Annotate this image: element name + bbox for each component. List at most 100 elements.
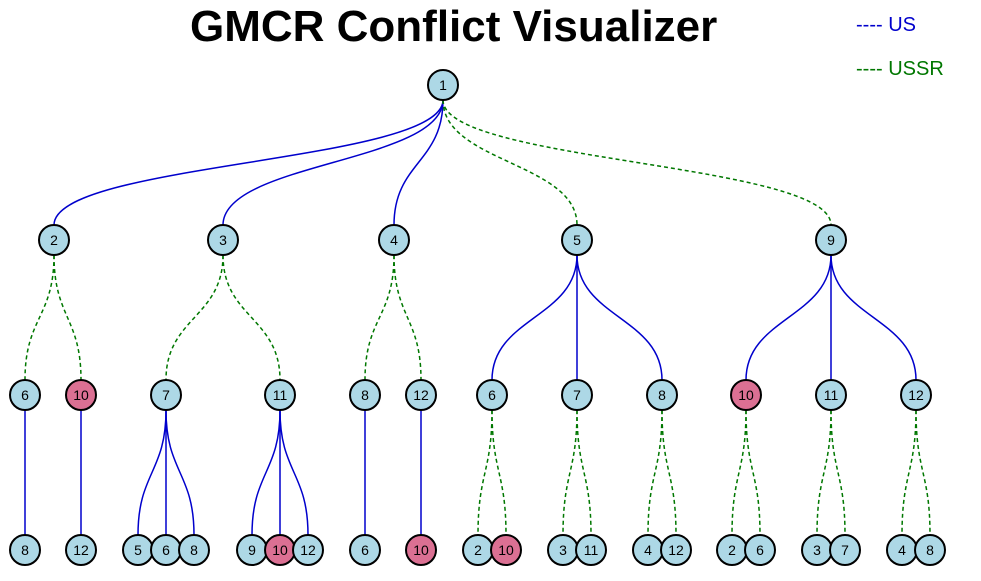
state-node[interactable]: 10 <box>264 534 296 566</box>
state-node[interactable]: 5 <box>122 534 154 566</box>
state-node[interactable]: 7 <box>150 379 182 411</box>
state-node[interactable]: 10 <box>405 534 437 566</box>
state-node-label: 11 <box>824 387 839 403</box>
state-node-label: 10 <box>738 387 754 403</box>
state-node[interactable]: 8 <box>914 534 946 566</box>
state-node[interactable]: 4 <box>632 534 664 566</box>
edge-ussr <box>222 254 281 381</box>
state-node[interactable]: 9 <box>236 534 268 566</box>
edge-us <box>279 409 309 536</box>
state-node[interactable]: 7 <box>561 379 593 411</box>
edge-us <box>576 254 663 381</box>
state-node[interactable]: 1 <box>427 69 459 101</box>
state-node[interactable]: 6 <box>744 534 776 566</box>
edge-ussr <box>53 254 82 381</box>
state-node[interactable]: 8 <box>178 534 210 566</box>
state-node[interactable]: 6 <box>150 534 182 566</box>
state-node-circle <box>829 534 861 566</box>
state-node[interactable]: 6 <box>349 534 381 566</box>
state-node[interactable]: 11 <box>575 534 607 566</box>
state-node-label: 4 <box>644 542 652 558</box>
state-node-label: 10 <box>272 542 288 558</box>
state-node[interactable]: 2 <box>716 534 748 566</box>
state-node[interactable]: 7 <box>829 534 861 566</box>
state-node-circle <box>292 534 324 566</box>
state-node-label: 9 <box>248 542 256 558</box>
state-node-circle <box>65 534 97 566</box>
state-node-circle <box>427 69 459 101</box>
state-node-label: 7 <box>841 542 849 558</box>
state-node-circle <box>900 379 932 411</box>
state-node-circle <box>490 534 522 566</box>
state-node-circle <box>207 224 239 256</box>
edge-ussr <box>165 254 224 381</box>
state-node-label: 6 <box>488 387 496 403</box>
edge-us <box>745 254 832 381</box>
edge-ussr <box>816 409 832 536</box>
state-node-label: 1 <box>439 77 447 93</box>
state-node[interactable]: 12 <box>405 379 437 411</box>
state-node-label: 8 <box>190 542 198 558</box>
state-node-circle <box>264 379 296 411</box>
state-node-label: 3 <box>219 232 227 248</box>
state-node[interactable]: 12 <box>900 379 932 411</box>
edge-us <box>830 254 917 381</box>
state-node-label: 11 <box>273 387 288 403</box>
state-node-label: 10 <box>73 387 89 403</box>
state-node-label: 7 <box>573 387 581 403</box>
state-node-label: 10 <box>413 542 429 558</box>
state-node[interactable]: 4 <box>378 224 410 256</box>
edge-ussr <box>364 254 395 381</box>
state-node-circle <box>476 379 508 411</box>
edge-us <box>222 99 444 226</box>
state-node[interactable]: 12 <box>65 534 97 566</box>
legend-ussr: ---- USSR <box>856 58 944 80</box>
state-node-circle <box>378 224 410 256</box>
state-node-circle <box>349 379 381 411</box>
state-node-label: 12 <box>668 542 684 558</box>
state-node-label: 2 <box>50 232 58 248</box>
state-node[interactable]: 10 <box>490 534 522 566</box>
state-node-label: 6 <box>361 542 369 558</box>
edge-ussr <box>830 409 846 536</box>
edge-ussr <box>915 409 931 536</box>
edge-us <box>491 254 578 381</box>
state-node[interactable]: 11 <box>815 379 847 411</box>
state-node-label: 10 <box>498 542 514 558</box>
state-node[interactable]: 2 <box>38 224 70 256</box>
edge-ussr <box>647 409 663 536</box>
state-node[interactable]: 12 <box>660 534 692 566</box>
edge-us <box>53 99 444 226</box>
state-node[interactable]: 3 <box>547 534 579 566</box>
state-node-circle <box>914 534 946 566</box>
state-node-label: 3 <box>559 542 567 558</box>
state-node-circle <box>178 534 210 566</box>
state-node[interactable]: 3 <box>801 534 833 566</box>
edge-ussr <box>24 254 55 381</box>
state-node-label: 12 <box>73 542 89 558</box>
state-node[interactable]: 8 <box>349 379 381 411</box>
state-node-label: 8 <box>361 387 369 403</box>
state-node[interactable]: 12 <box>292 534 324 566</box>
state-node-circle <box>405 534 437 566</box>
state-node[interactable]: 8 <box>9 534 41 566</box>
state-node-label: 2 <box>474 542 482 558</box>
state-node-label: 4 <box>898 542 906 558</box>
state-node-label: 12 <box>908 387 924 403</box>
state-node[interactable]: 10 <box>65 379 97 411</box>
state-node[interactable]: 11 <box>264 379 296 411</box>
edge-ussr <box>442 99 832 226</box>
state-node[interactable]: 9 <box>815 224 847 256</box>
state-node-circle <box>38 224 70 256</box>
state-node-circle <box>9 379 41 411</box>
state-node[interactable]: 2 <box>462 534 494 566</box>
state-node[interactable]: 6 <box>476 379 508 411</box>
state-node[interactable]: 8 <box>646 379 678 411</box>
edge-ussr <box>393 254 422 381</box>
state-node[interactable]: 4 <box>886 534 918 566</box>
state-node[interactable]: 6 <box>9 379 41 411</box>
state-node[interactable]: 3 <box>207 224 239 256</box>
state-node[interactable]: 10 <box>730 379 762 411</box>
state-node[interactable]: 5 <box>561 224 593 256</box>
